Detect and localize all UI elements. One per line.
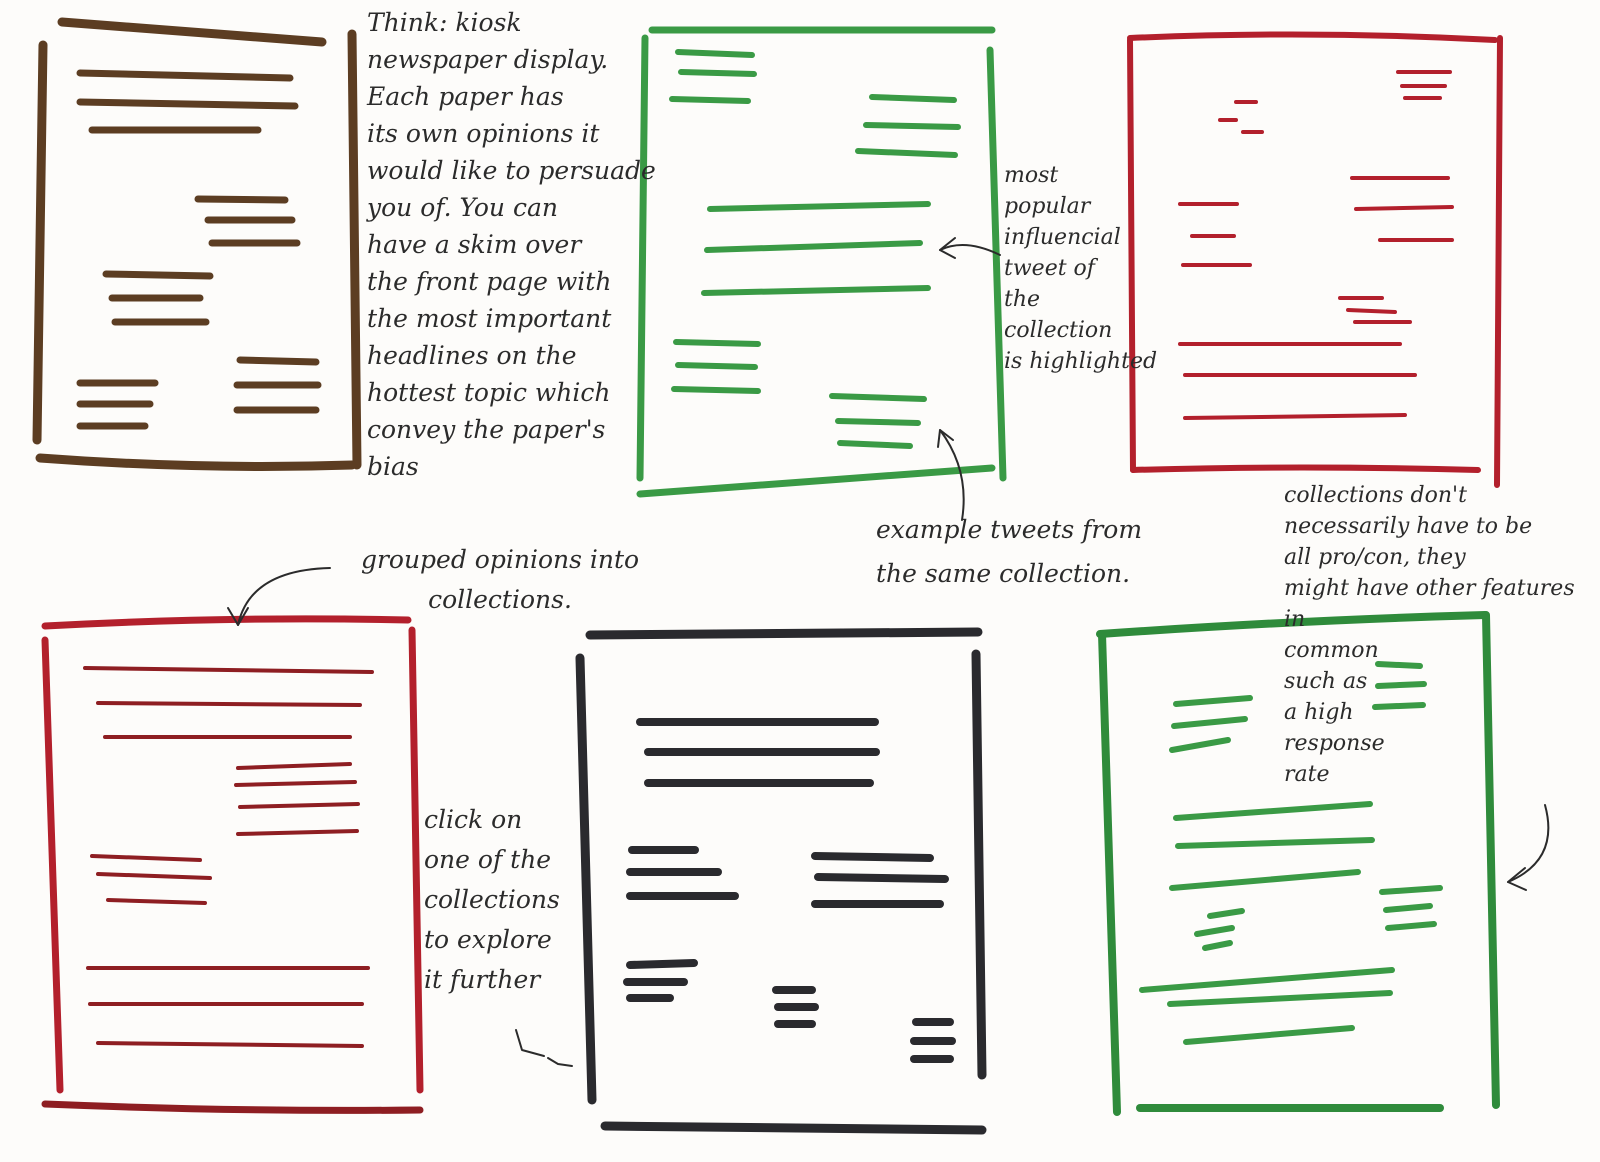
frame-border: [347, 29, 362, 470]
newspaper-frame-brown[interactable]: [32, 17, 362, 471]
tweet-lines: [1139, 661, 1443, 1045]
example-tweets-note: example tweets from the same collection.: [876, 515, 1143, 588]
frame-border: [636, 34, 649, 482]
arrow-to-examples: [939, 429, 965, 521]
collection-frame-dark-red[interactable]: [41, 615, 424, 1114]
frame-border: [57, 17, 327, 47]
arrow-to-highlight: [939, 244, 1001, 256]
frame-border: [986, 46, 1007, 482]
popular-tweet-note: most popular influencial tweet of the co…: [1004, 163, 1158, 374]
tweet-lines: [623, 718, 956, 1063]
cursor-mark: [547, 1057, 573, 1067]
frame-border: [32, 40, 48, 445]
frame-border: [636, 464, 996, 498]
grouped-opinions-note: grouped opinions into collections.: [360, 545, 640, 614]
frame-border: [585, 627, 983, 640]
frame-border: [600, 1121, 987, 1135]
arrow-to-collection-frame: [237, 567, 331, 626]
kiosk-note: Think: kiosk newspaper display. Each pap…: [367, 8, 656, 481]
frame-border: [408, 626, 424, 1094]
arrow-to-features-frame: [1507, 804, 1550, 883]
collections-features-note: collections don't necessarily have to be…: [1284, 483, 1575, 787]
frame-border: [41, 636, 64, 1094]
frame-border: [41, 615, 412, 630]
headline-lines: [76, 69, 322, 430]
tweet-lines: [1178, 70, 1454, 420]
tweet-lines: [669, 49, 961, 449]
frame-border: [1130, 464, 1481, 473]
collection-frame-black[interactable]: [575, 627, 987, 1135]
frame-border: [41, 1100, 424, 1114]
collection-frame-green-2[interactable]: [1096, 611, 1500, 1116]
annotation-arrows: [227, 237, 1550, 1067]
tweet-lines: [83, 666, 374, 1048]
frame-border: [1127, 31, 1498, 43]
frame-border: [35, 453, 357, 471]
highlighted-tweet-lines: [701, 201, 931, 296]
frame-border: [1096, 611, 1489, 638]
collection-frame-green[interactable]: [636, 26, 1007, 498]
frame-border: [971, 649, 987, 1080]
frame-border: [1494, 35, 1503, 488]
frame-border: [575, 653, 597, 1105]
frame-border: [1098, 630, 1121, 1116]
frame-border: [1127, 37, 1136, 473]
collection-frame-red[interactable]: [1127, 31, 1503, 488]
cursor-mark: [515, 1029, 545, 1057]
click-collection-note: click on one of the collections to explo…: [424, 805, 560, 994]
frame-border: [1482, 611, 1500, 1109]
